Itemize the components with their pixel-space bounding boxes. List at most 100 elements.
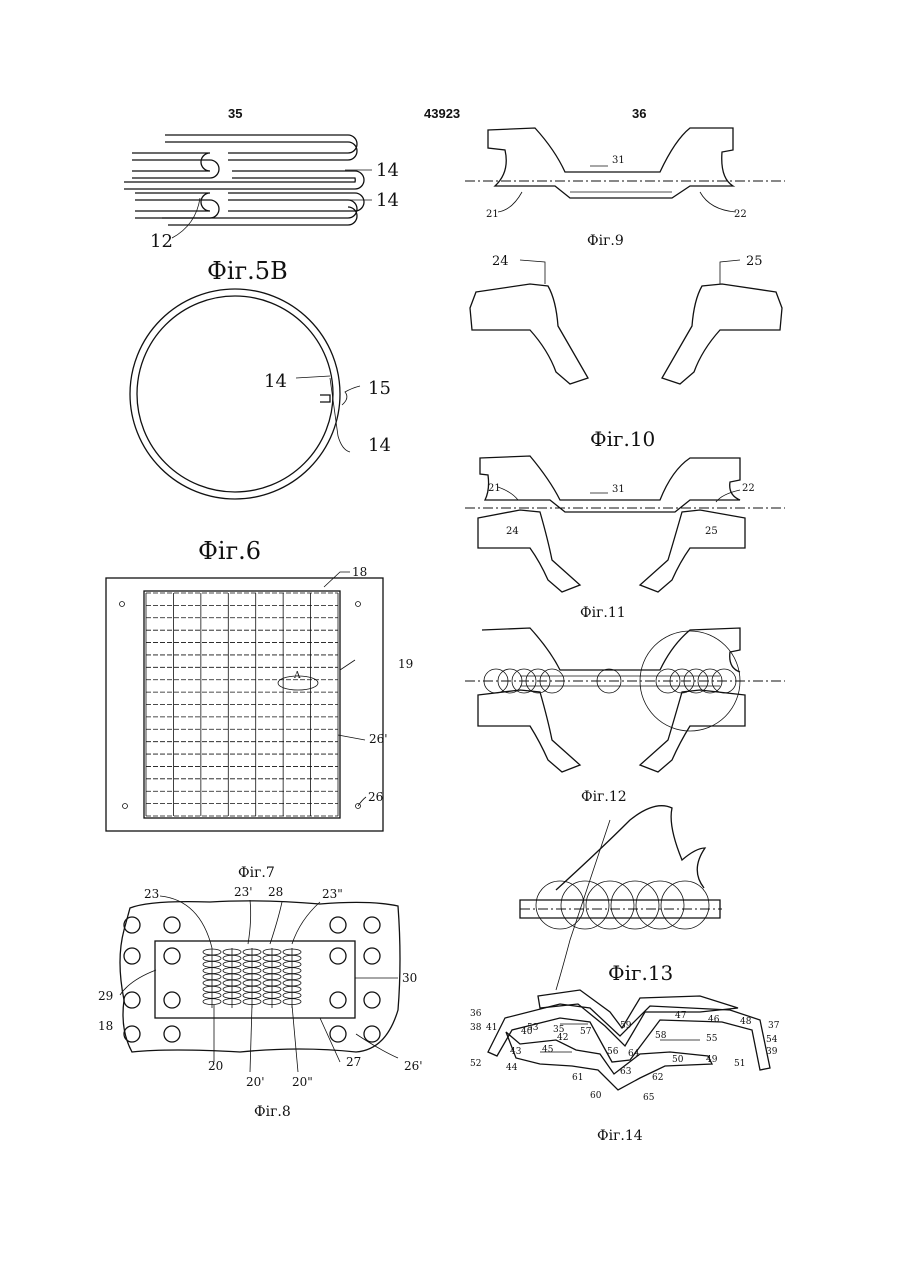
hole (164, 992, 180, 1008)
fig8-ref-23: 23 (144, 887, 159, 901)
fig14-ref-63: 63 (620, 1067, 632, 1077)
fig9-ref-22: 22 (734, 209, 747, 220)
fig7-grid-drawing (106, 572, 383, 831)
fig14-ref-65: 65 (643, 1093, 655, 1103)
fig11-ref-22: 22 (742, 483, 755, 494)
hole (124, 992, 140, 1008)
fig7-ref-19: 19 (398, 657, 413, 671)
fig8-ref-23prime: 23' (234, 885, 253, 899)
hole (164, 917, 180, 933)
fig14-ref-39: 39 (766, 1047, 778, 1057)
fig14-ref-64: 64 (628, 1049, 640, 1059)
fig8-ref-28: 28 (268, 885, 283, 899)
fig14-ref-50: 50 (672, 1055, 684, 1065)
fig14-ref-54: 54 (766, 1035, 778, 1045)
fig8-ref-29: 29 (98, 989, 113, 1003)
fig14-ref-52: 52 (470, 1059, 481, 1069)
fig10-ref-25: 25 (746, 254, 763, 269)
fig10-ref-24: 24 (492, 254, 509, 269)
fig14-ref-56: 56 (607, 1047, 619, 1057)
coil-circle (611, 881, 659, 929)
hole (364, 992, 380, 1008)
fig12-caption: Фіг.12 (581, 789, 627, 805)
fig14-ref-53: 53 (527, 1023, 539, 1033)
hole (330, 1026, 346, 1042)
fig14-ref-41: 41 (486, 1023, 497, 1033)
fig14-ref-37: 37 (768, 1021, 780, 1031)
fig14-ref-49: 49 (706, 1055, 718, 1065)
fig14-ref-58: 58 (655, 1031, 667, 1041)
fig8-ref-26prime: 26' (404, 1059, 423, 1073)
hole (364, 917, 380, 933)
coil-circle (661, 881, 709, 929)
fig8-mesh-drawing (120, 896, 400, 1072)
fig10-caption: Фіг.10 (590, 427, 655, 451)
fig6-ref-15: 15 (368, 378, 391, 399)
fig14-ref-51: 51 (734, 1059, 745, 1069)
fig11-ref-31: 31 (612, 484, 625, 495)
fig8-ref-20: 20 (208, 1059, 223, 1073)
fig10-jaws-drawing (470, 260, 782, 384)
fig9-profile-drawing (465, 128, 785, 212)
document-number: 43923 (424, 106, 460, 121)
fig8-ref-23dprime: 23" (322, 887, 343, 901)
fig5b-ref-12: 12 (150, 231, 173, 252)
hole (330, 917, 346, 933)
fig14-ref-46: 46 (708, 1015, 720, 1025)
fig9-caption: Фіг.9 (587, 233, 624, 249)
right-page-number: 36 (632, 106, 646, 121)
fig5b-zigzag-drawing (124, 135, 372, 238)
fig8-caption: Фіг.8 (254, 1104, 291, 1120)
hole (124, 917, 140, 933)
coil-circle (586, 881, 634, 929)
fig8-ref-18: 18 (98, 1019, 113, 1033)
fig7-grid-lines (146, 593, 338, 816)
hole (124, 948, 140, 964)
hole (364, 948, 380, 964)
fig11-ref-21: 21 (488, 483, 501, 494)
fig14-ref-62: 62 (652, 1073, 663, 1083)
fig6-caption: Фіг.6 (198, 537, 261, 565)
fig11-ref-24: 24 (506, 526, 519, 537)
fig11-ref-25: 25 (705, 526, 718, 537)
fig12-coil-clamp-drawing (465, 628, 785, 772)
fig14-ref-47: 47 (675, 1011, 687, 1021)
fig8-coil-loops (203, 948, 301, 1008)
left-page-number: 35 (228, 106, 242, 121)
fig14-ref-38: 38 (470, 1023, 482, 1033)
fig8-ref-30: 30 (402, 971, 417, 985)
fig14-caption: Фіг.14 (597, 1128, 643, 1144)
fig13-coil-circles (536, 881, 709, 929)
fig5b-ref-14b: 14 (376, 190, 399, 211)
fig7-caption: Фіг.7 (238, 865, 275, 881)
coil-circle (636, 881, 684, 929)
fig7-ref-26prime: 26' (369, 732, 388, 746)
fig11-clamp-drawing (465, 456, 785, 592)
fig14-ref-36: 36 (470, 1009, 482, 1019)
fig14-ref-48: 48 (740, 1017, 752, 1027)
fig11-caption: Фіг.11 (580, 605, 626, 621)
coil-circle (536, 881, 584, 929)
fig14-ref-59: 59 (620, 1021, 632, 1031)
fig7-ref-26: 26 (368, 790, 383, 804)
fig14-ref-57: 57 (580, 1027, 592, 1037)
fig14-ref-55: 55 (706, 1034, 718, 1044)
fig9-ref-31: 31 (612, 155, 625, 166)
fig13-caption: Фіг.13 (608, 961, 673, 985)
fig14-ref-43: 43 (510, 1047, 522, 1057)
fig7-ref-a: A (293, 671, 301, 681)
fig14-ref-61: 61 (572, 1073, 583, 1083)
fig14-ref-44: 44 (506, 1063, 518, 1073)
fig8-ref-27: 27 (346, 1055, 361, 1069)
fig8-ref-20prime: 20' (246, 1075, 265, 1089)
hole (164, 948, 180, 964)
coil-circle (561, 881, 609, 929)
fig5b-caption: Фіг.5В (207, 257, 288, 285)
fig7-ref-18: 18 (352, 565, 367, 579)
fig6-ref-14a: 14 (264, 371, 287, 392)
fig14-ref-45: 45 (542, 1045, 554, 1055)
hole (124, 1026, 140, 1042)
fig14-ref-60: 60 (590, 1091, 602, 1101)
hole (330, 992, 346, 1008)
